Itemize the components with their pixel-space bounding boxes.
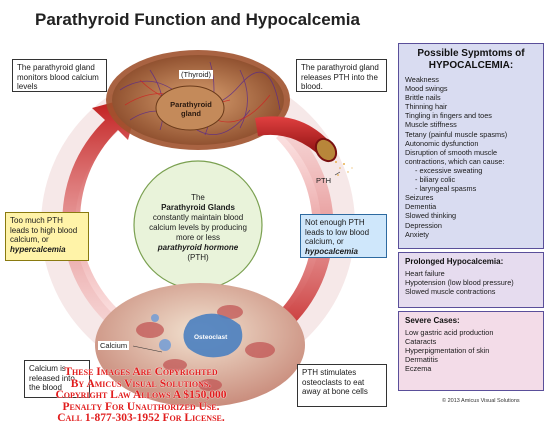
severe-cases-panel: Severe Cases: Low gastric acid productio… [398,311,544,391]
list-item: Tetany (painful muscle spasms) [405,129,508,139]
list-item: Anxiety [405,229,429,239]
blood-vessel [255,116,330,156]
released-text: Calcium is released into the blood [29,364,75,392]
monitor-callout: The parathyroid gland monitors blood cal… [12,59,107,92]
release-callout: The parathyroid gland releases PTH into … [296,59,387,92]
list-item: Disruption of smooth muscle contractions… [405,147,505,166]
sub-list-item: - biliary colic [415,175,456,185]
center-description: The Parathyroid Glands constantly mainta… [143,193,253,263]
list-item: Tingling in fingers and toes [405,111,492,121]
list-item: Dermatitis [405,355,438,365]
calcium-label: Calcium [98,341,130,350]
pth-particles [335,161,353,176]
list-item: Weakness [405,75,439,84]
prolonged-panel: Prolonged Hypocalcemia: Heart failure Hy… [398,252,544,308]
osteoclast-label: Osteoclast [194,334,228,341]
list-item: Autonomic dysfunction [405,138,479,148]
pth-pointer-line [334,171,341,176]
hypocalcemia-term: hypocalcemia [305,246,358,256]
list-item: Hypotension (low blood pressure) [405,278,514,288]
too-much-pth-callout: Too much PTH leads to high blood calcium… [5,212,89,261]
list-item: Mood swings [405,84,448,94]
watermark-line: These Images Are Copyrighted [64,366,218,378]
stimulates-callout: PTH stimulates osteoclasts to eat away a… [297,364,387,407]
center-hormone: parathyroid hormone [157,243,239,252]
list-item: Slowed muscle contractions [405,287,496,297]
parathyroid-gland [155,85,225,131]
cycle-arrow-left [62,95,140,330]
list-item: Seizures [405,193,434,203]
list-item: Hyperpigmentation of skin [405,346,490,356]
sub-list-item: - excessive sweating [415,165,483,175]
watermark-line: By Amicus Visual Solutions. [70,377,212,390]
too-much-text: Too much PTH leads to high blood calcium… [10,216,78,244]
list-item: Heart failure [405,269,445,279]
possible-symptoms-panel: Possible Sypmtoms of HYPOCALCEMIA: Weakn… [398,43,544,249]
stimulates-text: PTH stimulates osteoclasts to eat away a… [302,368,368,396]
watermark-line: Copyright Law Allows A $150,000 [55,389,227,401]
osteoclast-cell [183,313,243,358]
release-text: The parathyroid gland releases PTH into … [301,63,379,91]
list-item: Low gastric acid production [405,328,494,338]
released-callout: Calcium is released into the blood [24,360,90,398]
pth-label: PTH [316,176,331,185]
severe-list: Low gastric acid production Cataracts Hy… [405,328,537,373]
thyroid-label: (Thyroid) [179,70,214,79]
center-line3: (PTH) [187,253,209,262]
calcium-pointer-line [132,345,163,353]
copyright-line: © 2013 Amicus Visual Solutions [442,398,520,404]
possible-heading: Possible Sypmtoms of HYPOCALCEMIA: [417,48,525,71]
cycle-arrow-right [248,125,334,356]
center-line1: The [191,193,205,202]
prolonged-list: Heart failure Hypotension (low blood pre… [405,269,537,296]
severe-heading: Severe Cases: [405,316,460,325]
parathyroid-label: Parathyroid gland [170,100,212,118]
center-bold: Parathyroid Glands [161,203,235,212]
monitor-text: The parathyroid gland monitors blood cal… [17,63,99,91]
copyright-watermark: These Images Are Copyrighted By Amicus V… [6,366,276,425]
prolonged-heading: Prolonged Hypocalcemia: [405,257,504,266]
page-title: Parathyroid Function and Hypocalcemia [35,10,360,29]
possible-list: Weakness Mood swings Brittle nails Thinn… [405,75,537,239]
sub-list-item: - laryngeal spasms [415,184,477,194]
not-enough-pth-callout: Not enough PTH leads to low blood calciu… [300,214,387,258]
hypercalcemia-term: hypercalcemia [10,244,66,254]
list-item: Muscle stiffness [405,120,457,130]
watermark-line: Penalty For Unauthorized Use. [62,400,220,413]
list-item: Eczema [405,364,432,374]
center-line2: constantly maintain blood calcium levels… [149,213,247,242]
list-item: Depression [405,220,442,230]
list-item: Thinning hair [405,102,448,112]
bone-cells [136,305,275,391]
list-item: Dementia [405,202,437,212]
list-item: Cataracts [405,337,437,347]
list-item: Brittle nails [405,93,441,103]
not-enough-text: Not enough PTH leads to low blood calciu… [305,218,370,246]
watermark-line: Call 1-877-303-1952 For License. [57,412,225,424]
list-item: Slowed thinking [405,211,457,221]
